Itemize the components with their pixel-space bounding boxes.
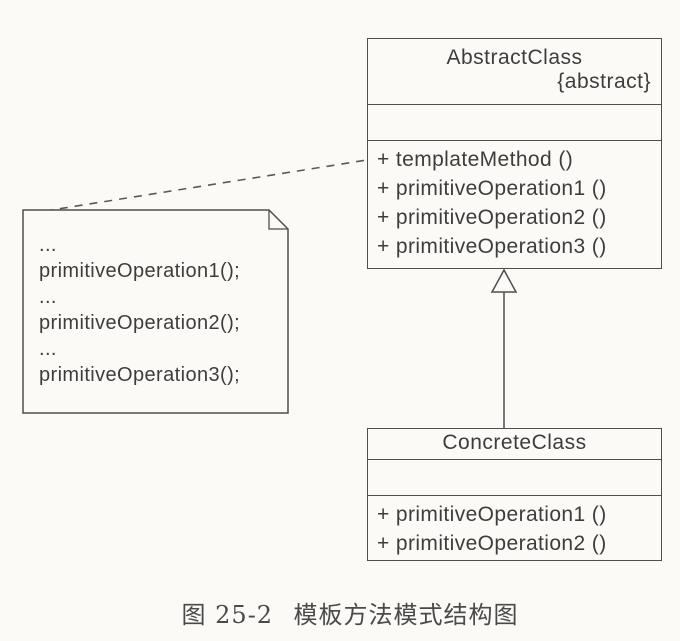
method-item: + primitiveOperation2 () xyxy=(377,532,607,555)
figure-title: 模板方法模式结构图 xyxy=(293,601,519,629)
abstract-class-name-compartment: AbstractClass {abstract} xyxy=(368,39,661,105)
class-name: ConcreteClass xyxy=(442,431,587,454)
abstract-class-box: AbstractClass {abstract} + templateMetho… xyxy=(367,38,662,269)
note-anchor-line xyxy=(44,159,368,212)
note-line: ... xyxy=(39,286,57,308)
class-name: AbstractClass xyxy=(446,46,583,69)
abstract-class-attributes-compartment xyxy=(368,105,661,141)
method-item: + primitiveOperation3 () xyxy=(377,235,607,258)
figure-number: 图 25-2 xyxy=(181,601,274,629)
class-stereotype: {abstract} xyxy=(557,70,651,93)
figure-caption: 图 25-2 模板方法模式结构图 xyxy=(0,595,680,630)
note-line: ... xyxy=(39,234,57,256)
concrete-class-name-compartment: ConcreteClass xyxy=(368,429,661,460)
concrete-class-box: ConcreteClass + primitiveOperation1 () +… xyxy=(367,428,662,561)
method-item: + primitiveOperation1 () xyxy=(377,177,607,200)
note-shape xyxy=(22,209,289,414)
concrete-class-operations-compartment: + primitiveOperation1 () + primitiveOper… xyxy=(368,496,661,558)
note-box: ... primitiveOperation1(); ... primitive… xyxy=(23,210,288,413)
concrete-class-attributes-compartment xyxy=(368,460,661,496)
note-line: primitiveOperation1(); xyxy=(39,260,241,282)
method-item: + primitiveOperation1 () xyxy=(377,503,607,526)
note-fold-icon xyxy=(268,210,288,230)
note-line: primitiveOperation2(); xyxy=(39,312,241,334)
method-item: + templateMethod () xyxy=(377,148,574,171)
note-line: ... xyxy=(39,338,57,360)
generalization-triangle-icon xyxy=(490,268,518,293)
note-line: primitiveOperation3(); xyxy=(39,364,241,386)
abstract-class-operations-compartment: + templateMethod () + primitiveOperation… xyxy=(368,141,661,261)
method-item: + primitiveOperation2 () xyxy=(377,206,607,229)
